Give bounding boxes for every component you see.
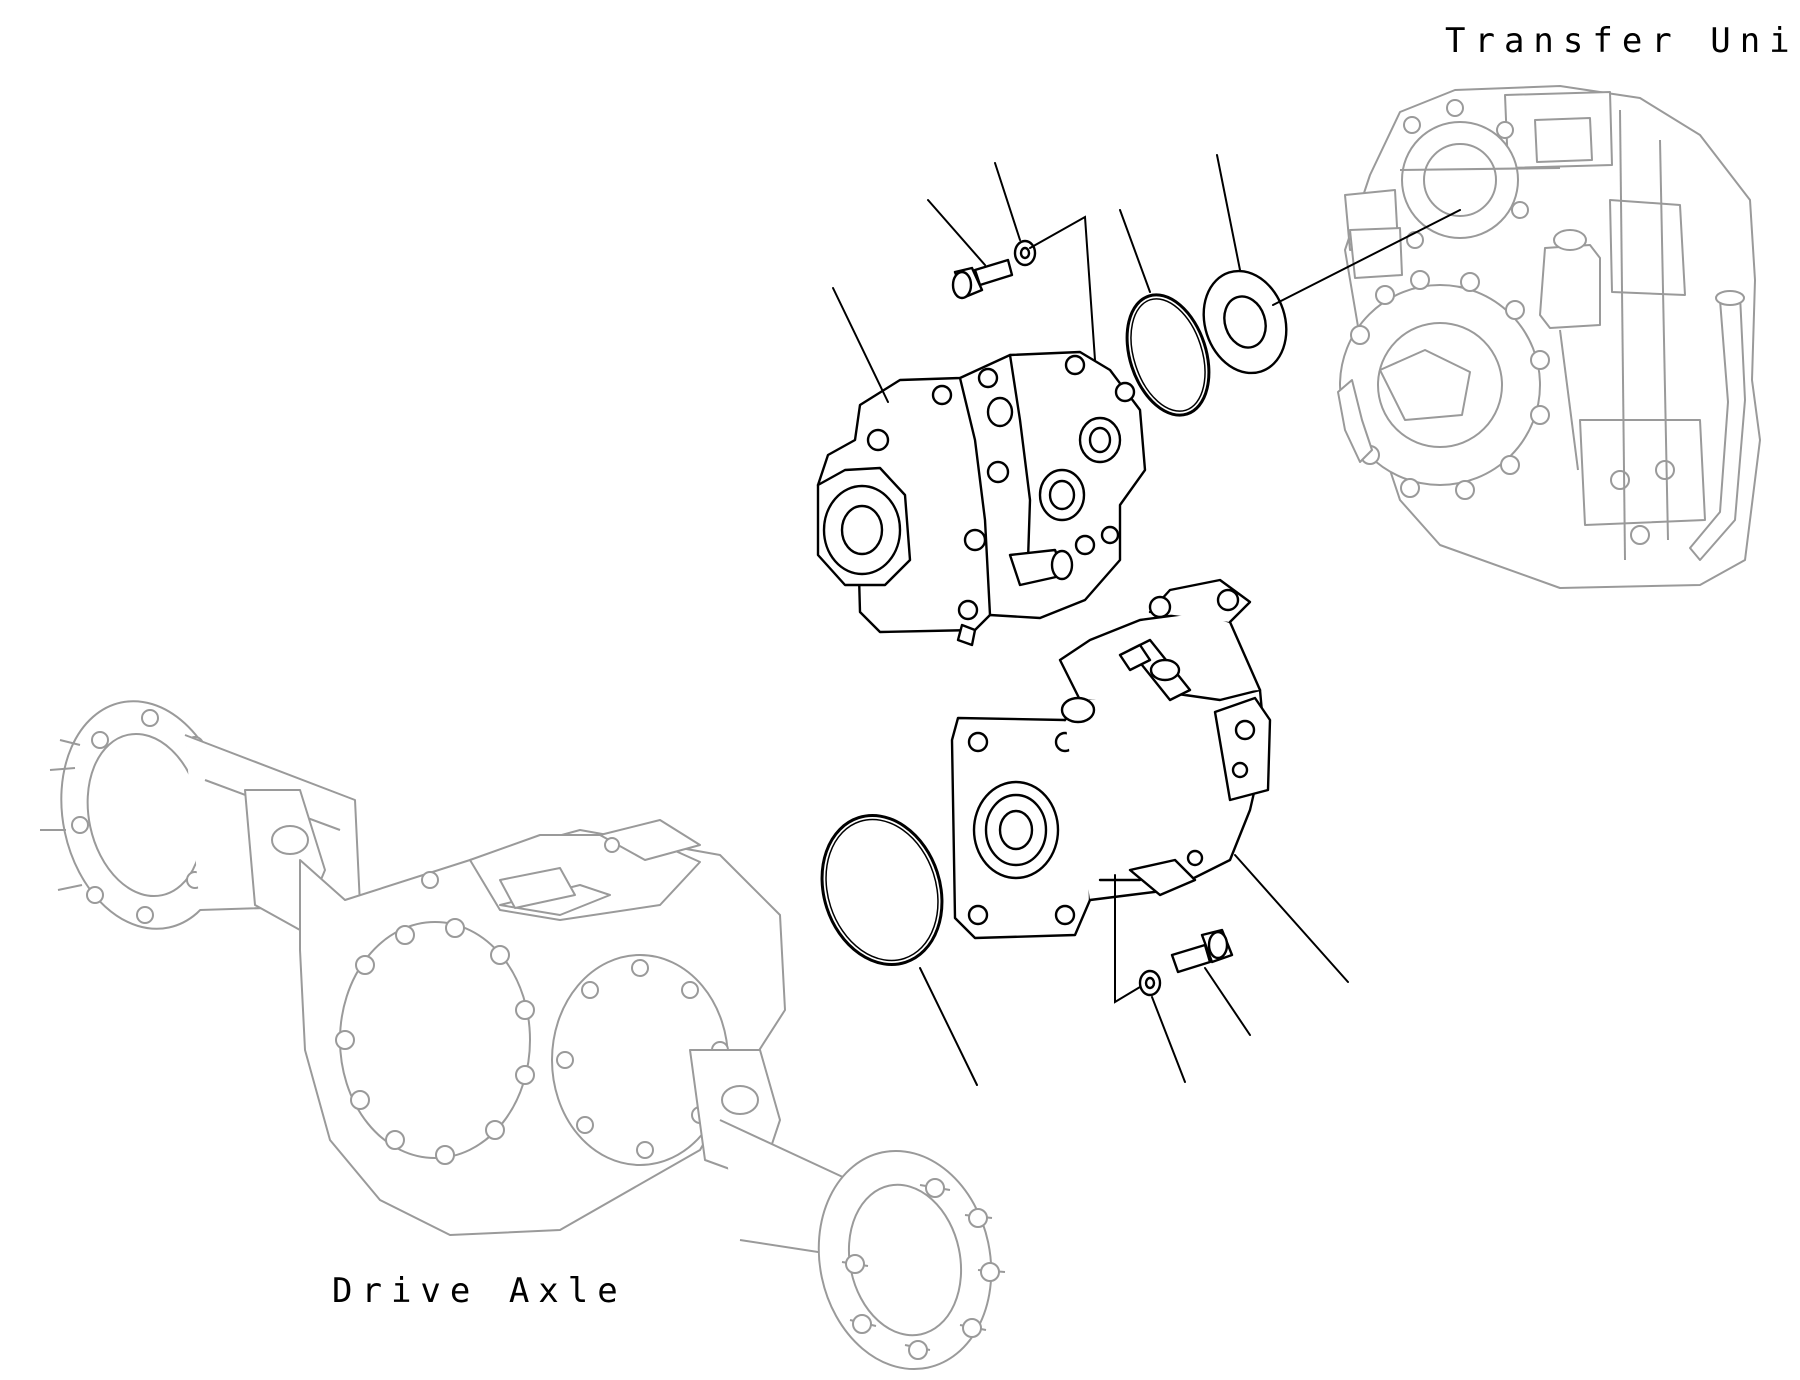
lower-washer <box>1138 969 1162 997</box>
upper-washer <box>1013 239 1037 267</box>
callout-leader-lines <box>832 154 1461 1086</box>
upper-mounting-bolt <box>951 258 1014 300</box>
transfer-unit-label: Transfer Unit <box>1445 21 1800 61</box>
flat-gasket <box>1202 269 1288 375</box>
transfer-unit-illustration <box>1337 85 1761 589</box>
upper-o-ring <box>1125 293 1211 417</box>
lower-o-ring <box>820 814 944 966</box>
upper-pump-assembly <box>816 350 1147 647</box>
lower-mounting-bolt <box>1170 928 1234 974</box>
drive-axle-label: Drive Axle <box>332 1271 627 1311</box>
lower-pump-motor <box>950 578 1272 940</box>
drive-axle-illustration <box>40 700 1006 1371</box>
